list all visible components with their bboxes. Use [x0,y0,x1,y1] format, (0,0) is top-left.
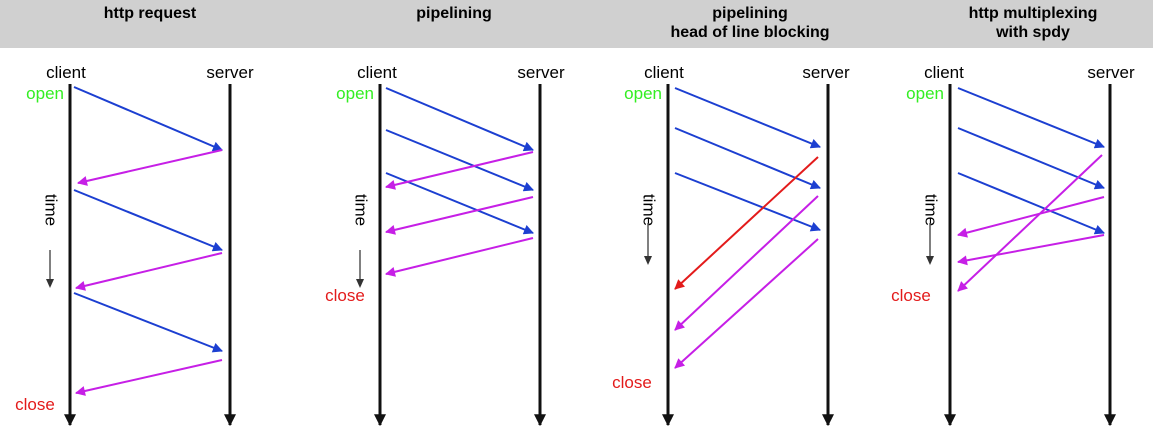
client-label: client [357,63,397,82]
client-label: client [644,63,684,82]
time-arrow-head [356,279,364,288]
server-label: server [517,63,565,82]
request-arrow [957,127,1105,190]
request-arrow [385,129,534,192]
response-arrow [385,196,534,235]
response-arrow [674,238,819,369]
open-label: open [336,84,374,103]
time-arrow-head [926,256,934,265]
panel-2: client server open close time [325,63,565,427]
client-label: client [46,63,86,82]
close-label: close [15,395,55,414]
request-arrow [73,292,223,353]
client-label: client [924,63,964,82]
header-bar [0,0,1153,48]
request-arrow [957,172,1105,235]
response-arrow [75,252,223,291]
open-label: open [906,84,944,103]
request-arrow [73,86,223,152]
request-arrow [385,172,534,235]
response-arrow [957,234,1105,266]
panel-3: client server open close time [612,63,850,427]
response-arrow [385,151,534,190]
time-label: time [640,194,659,226]
panel-title-pipelining: pipelining [416,5,492,22]
time-label: time [42,194,61,226]
time-label: time [352,194,371,226]
time-arrow-head [644,256,652,265]
server-label: server [1087,63,1135,82]
response-arrow [957,196,1105,238]
panel-title-multiplexing: http multiplexing with spdy [968,5,1098,41]
response-arrow [385,237,534,277]
panel-title-http-request: http request [103,5,197,22]
response-arrow [75,359,223,396]
panel-4: client server open close time [891,63,1135,427]
open-label: open [26,84,64,103]
request-arrow [385,87,534,152]
open-label: open [624,84,662,103]
time-label: time [922,194,941,226]
panel-title-head-of-line-blocking: pipelining head of line blocking [670,5,830,41]
close-label: close [891,286,931,305]
request-arrow [674,172,821,232]
blocked-arrow [674,156,819,290]
response-arrow [957,154,1103,292]
response-arrow [77,149,223,186]
close-label: close [325,286,365,305]
request-arrow [957,87,1105,149]
server-label: server [206,63,254,82]
response-arrow [674,195,819,331]
request-arrow [674,127,821,190]
request-arrow [674,87,821,149]
time-arrow-head [46,279,54,288]
request-arrow [73,189,223,252]
panel-1: client server open close time [15,63,254,427]
close-label: close [612,373,652,392]
server-label: server [802,63,850,82]
